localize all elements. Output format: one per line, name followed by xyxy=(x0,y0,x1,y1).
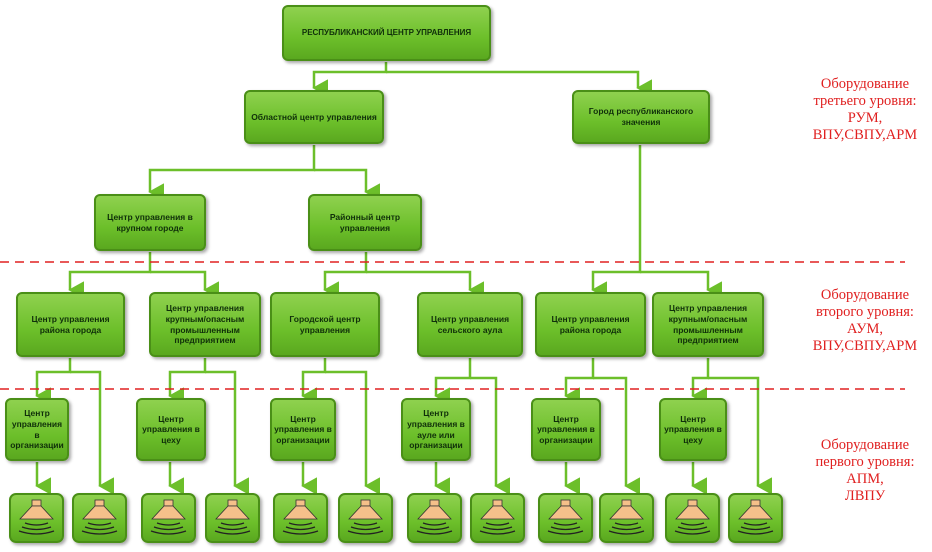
level-third-label: Оборудование третьего уровня: РУМ, ВПУ,С… xyxy=(790,76,932,144)
loudspeaker-icon xyxy=(470,493,525,543)
level-line: АУМ, xyxy=(847,321,883,337)
level-line: АПМ, xyxy=(846,471,884,487)
node-district-center[interactable]: Районный центр управления xyxy=(308,194,422,251)
loudspeaker-icon xyxy=(9,493,64,543)
node-city-district-center[interactable]: Центр управления района города xyxy=(16,292,125,357)
node-enterprise-center-2[interactable]: Центр управления крупным/опасным промышл… xyxy=(652,292,764,357)
node-label: Центр управления в цеху xyxy=(142,413,200,445)
node-city-center[interactable]: Городской центр управления xyxy=(270,292,380,357)
node-village-center[interactable]: Центр управления сельского аула xyxy=(417,292,523,357)
node-label: Центр управления крупным/опасным промышл… xyxy=(668,303,748,346)
node-label: Центр управления района города xyxy=(551,313,630,335)
loudspeaker-icon xyxy=(599,493,654,543)
loudspeaker-icon xyxy=(728,493,783,543)
node-workshop-center-2[interactable]: Центр управления в цеху xyxy=(659,398,727,461)
level-line: ВПУ,СВПУ,АРМ xyxy=(812,338,918,354)
node-label: Районный центр управления xyxy=(329,211,401,233)
node-label: Центр управления в крупном городе xyxy=(107,211,193,233)
node-label: Центр управления в организации xyxy=(10,408,64,451)
node-label: Центр управления в цеху xyxy=(664,413,722,445)
loudspeaker-icon xyxy=(407,493,462,543)
node-label: Центр управления крупным/опасным промышл… xyxy=(165,303,245,346)
node-village-organization-center[interactable]: Центр управления в ауле или организации xyxy=(401,398,471,461)
node-label: Город республиканского значения xyxy=(588,106,694,127)
level-line: Оборудование xyxy=(820,76,910,92)
node-label: Центр управления в организации xyxy=(537,413,595,445)
loudspeaker-icon xyxy=(338,493,393,543)
level-line: первого уровня: xyxy=(815,454,915,470)
node-oblast-center[interactable]: Областной центр управления xyxy=(244,90,384,144)
loudspeaker-icon xyxy=(205,493,260,543)
level-line: второго уровня: xyxy=(816,304,914,320)
node-city-district-center-2[interactable]: Центр управления района города xyxy=(535,292,646,357)
level-first-label: Оборудование первого уровня: АПМ, ЛВПУ xyxy=(790,437,932,505)
level-line: ВПУ,СВПУ,АРМ xyxy=(812,127,918,143)
level-line: ЛВПУ xyxy=(844,488,886,504)
level-line: третьего уровня: xyxy=(813,93,917,109)
node-republican-center[interactable]: РЕСПУБЛИКАНСКИЙ ЦЕНТР УПРАВЛЕНИЯ xyxy=(282,5,491,61)
node-workshop-center[interactable]: Центр управления в цеху xyxy=(136,398,206,461)
node-city-republican[interactable]: Город республиканского значения xyxy=(572,90,710,144)
loudspeaker-icon xyxy=(72,493,127,543)
node-organization-center-3[interactable]: Центр управления в организации xyxy=(531,398,601,461)
loudspeaker-icon xyxy=(273,493,328,543)
node-label: Городской центр управления xyxy=(289,313,361,335)
level-line: Оборудование xyxy=(820,437,910,453)
node-label: Центр управления в организации xyxy=(274,413,332,445)
loudspeaker-icon xyxy=(141,493,196,543)
node-organization-center-2[interactable]: Центр управления в организации xyxy=(270,398,336,461)
node-organization-center[interactable]: Центр управления в организации xyxy=(5,398,69,461)
level-line: Оборудование xyxy=(820,287,910,303)
level-line: РУМ, xyxy=(847,110,883,126)
node-label: Центр управления в ауле или организации xyxy=(407,408,465,451)
node-label: РЕСПУБЛИКАНСКИЙ ЦЕНТР УПРАВЛЕНИЯ xyxy=(301,28,472,37)
node-label: Областной центр управления xyxy=(251,111,377,122)
loudspeaker-icon xyxy=(538,493,593,543)
node-big-city-center[interactable]: Центр управления в крупном городе xyxy=(94,194,206,251)
node-label: Центр управления сельского аула xyxy=(430,313,510,335)
node-enterprise-center[interactable]: Центр управления крупным/опасным промышл… xyxy=(149,292,261,357)
level-second-label: Оборудование второго уровня: АУМ, ВПУ,СВ… xyxy=(790,287,932,355)
node-label: Центр управления района города xyxy=(31,313,110,335)
loudspeaker-icon xyxy=(665,493,720,543)
